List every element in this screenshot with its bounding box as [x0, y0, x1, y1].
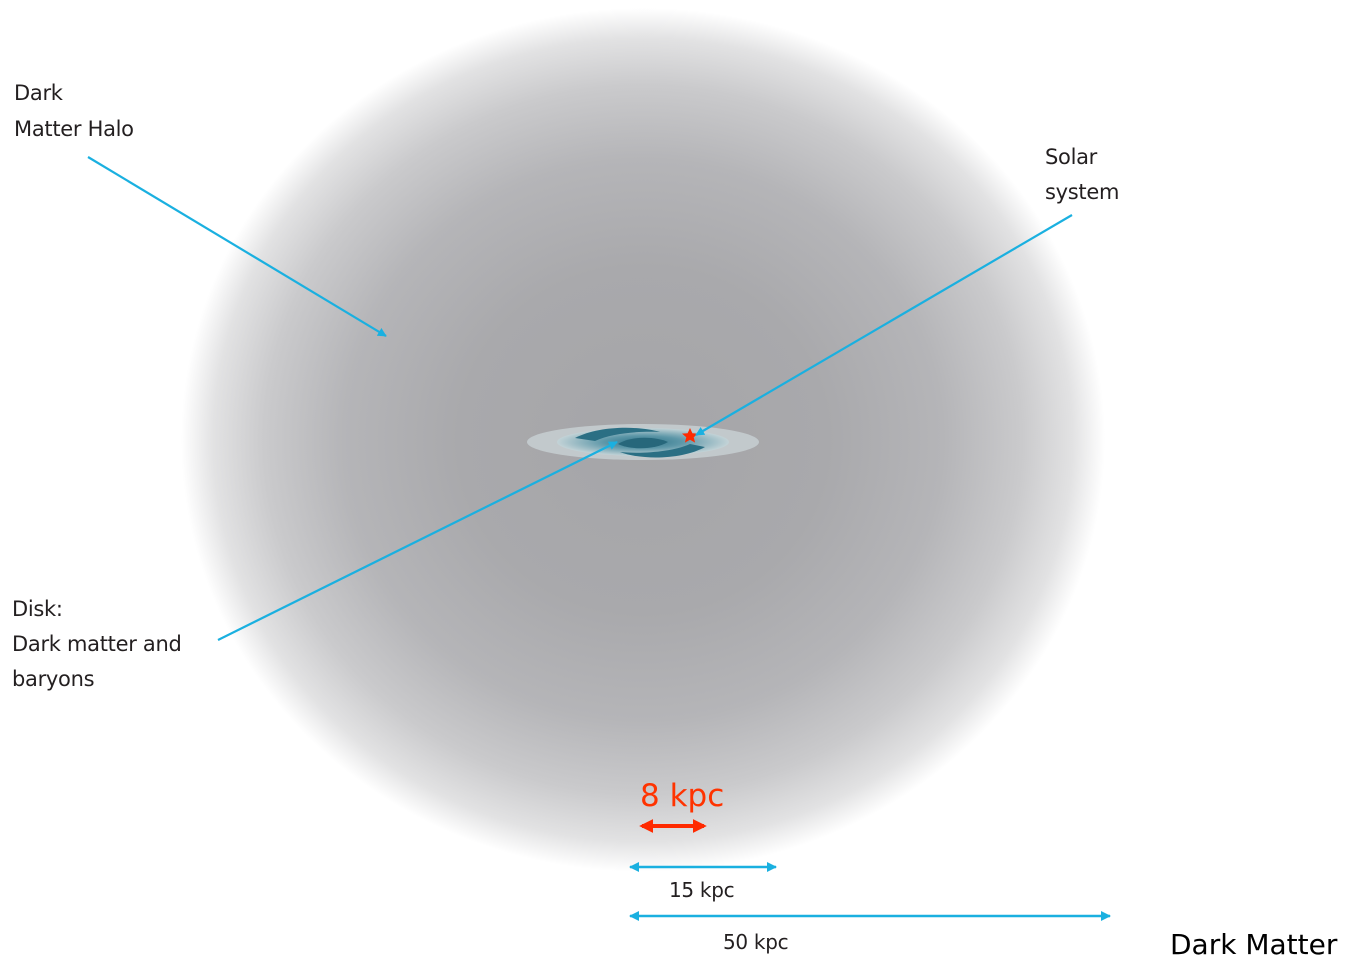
corner-caption: Dark Matter — [1170, 928, 1338, 961]
galactic-disk — [527, 424, 759, 460]
halo-pointer — [87, 156, 387, 337]
sun-distance-label: 8 kpc — [640, 778, 724, 814]
halo-label: Dark Matter Halo — [14, 81, 134, 141]
disk-radius-label: 15 kpc — [669, 878, 734, 902]
disk-label: Disk: Dark matter and baryons — [12, 597, 188, 691]
solar-system-pointer — [695, 214, 1073, 436]
halo-radius-label: 50 kpc — [723, 930, 788, 954]
solar-system-label: Solar system — [1045, 145, 1119, 204]
disk-pointer — [217, 441, 618, 641]
sun-marker-icon — [682, 428, 698, 443]
